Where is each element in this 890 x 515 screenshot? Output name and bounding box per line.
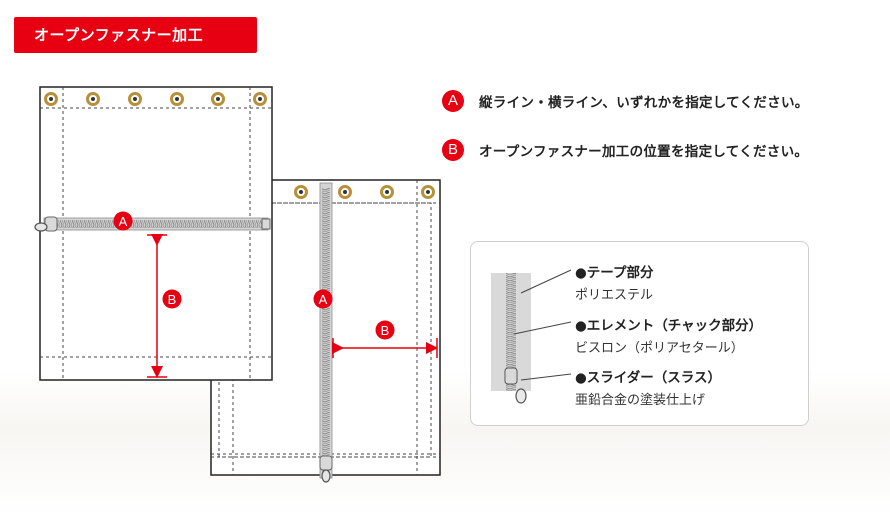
badge-a: A xyxy=(442,90,464,112)
measure-b-vertical xyxy=(147,234,167,378)
badge-a-horizontal: A xyxy=(113,211,133,231)
badge-b-label: B xyxy=(381,323,390,338)
slider-icon xyxy=(504,367,527,404)
grommet-icon xyxy=(338,185,352,199)
horizontal-zipper xyxy=(34,216,271,232)
grommet-icon xyxy=(421,185,435,199)
measure-b-horizontal xyxy=(332,338,438,358)
slider-icon xyxy=(34,216,58,232)
legend-title: ●スライダー（スラス） xyxy=(575,370,721,386)
legend-title: ●エレメント（チャック部分） xyxy=(575,318,763,334)
leader-line-tape xyxy=(520,269,572,294)
badge-b: B xyxy=(442,139,464,161)
note-b: B オープンファスナー加工の位置を指定してください。 xyxy=(442,139,808,161)
legend-item-tape: ●テープ部分 ポリエステル xyxy=(575,261,653,303)
grommet-icon xyxy=(253,92,267,106)
badge-b-vertical: B xyxy=(162,289,182,309)
leader-line-slider xyxy=(520,373,572,381)
note-a-text: 縦ライン・横ライン、いずれかを指定してください。 xyxy=(479,95,809,111)
badge-a-label: A xyxy=(119,214,128,229)
page-title: オープンファスナー加工 xyxy=(14,17,257,53)
badge-b-label: B xyxy=(168,292,177,307)
grommet-icon xyxy=(86,92,100,106)
grommet-icon xyxy=(211,92,225,106)
grommet-icon xyxy=(380,185,394,199)
legend-desc: ビスロン（ポリアセタール） xyxy=(575,341,744,356)
grommets-front xyxy=(44,92,267,106)
legend-title: ●テープ部分 xyxy=(575,265,654,281)
grommets-back xyxy=(294,185,435,199)
grommet-icon xyxy=(128,92,142,106)
grommet-icon xyxy=(44,92,58,106)
grommet-icon xyxy=(170,92,184,106)
grommet-icon xyxy=(294,185,308,199)
legend-item-slider: ●スライダー（スラス） 亜鉛合金の塗装仕上げ xyxy=(575,366,721,408)
element-swatch xyxy=(506,273,516,391)
note-a: A 縦ライン・横ライン、いずれかを指定してください。 xyxy=(442,90,809,112)
badge-a-label: A xyxy=(319,292,328,307)
slider-icon xyxy=(319,455,333,483)
legend-desc: 亜鉛合金の塗装仕上げ xyxy=(575,393,706,408)
legend-item-element: ●エレメント（チャック部分） ビスロン（ポリアセタール） xyxy=(575,314,762,356)
badge-b-horizontal: B xyxy=(375,320,395,340)
vertical-zipper xyxy=(319,182,333,483)
legend-desc: ポリエステル xyxy=(575,288,654,303)
note-b-text: オープンファスナー加工の位置を指定してください。 xyxy=(479,144,809,160)
leader-line-element xyxy=(513,321,572,335)
badge-a-vertical: A xyxy=(313,289,333,309)
